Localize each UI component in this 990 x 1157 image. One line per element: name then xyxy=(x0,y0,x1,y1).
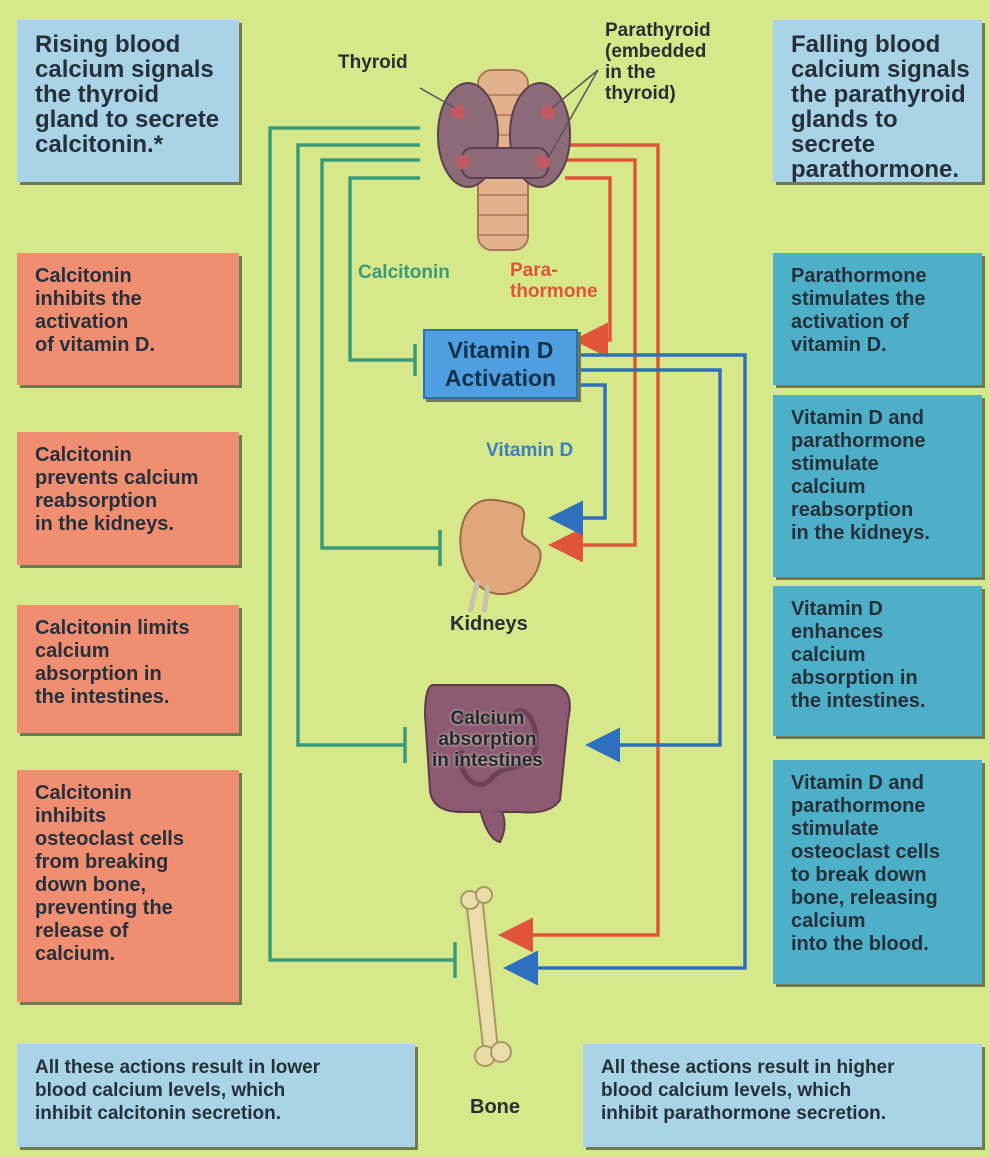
kidneys-label: Kidneys xyxy=(450,614,528,635)
kidney-illustration xyxy=(460,500,540,612)
vitamin-d-activation-box: Vitamin D Activation xyxy=(423,329,578,399)
bone-label: Bone xyxy=(470,1097,520,1118)
calcitonin-bone-box: Calcitonin inhibits osteoclast cells fro… xyxy=(17,770,239,1002)
result-higher-box: All these actions result in higher blood… xyxy=(583,1044,982,1147)
result-lower-box: All these actions result in lower blood … xyxy=(17,1044,415,1147)
parathormone-vitd-box: Parathormone stimulates the activation o… xyxy=(773,253,982,385)
parathormone-bone-box: Vitamin D and parathormone stimulate ost… xyxy=(773,760,982,984)
bone-illustration xyxy=(461,887,511,1066)
parathyroid-label: Parathyroid (embedded in the thyroid) xyxy=(605,20,711,104)
calcitonin-label: Calcitonin xyxy=(358,262,450,283)
calcitonin-intestine-box: Calcitonin limits calcium absorption in … xyxy=(17,605,239,733)
vitd-intestine-box: Vitamin D enhances calcium absorption in… xyxy=(773,586,982,736)
calcitonin-kidney-box: Calcitonin prevents calcium reabsorption… xyxy=(17,432,239,565)
falling-calcium-box: Falling blood calcium signals the parath… xyxy=(773,20,982,182)
vitamin-d-label: Vitamin D xyxy=(486,440,573,461)
parathormone-kidney-box: Vitamin D and parathormone stimulate cal… xyxy=(773,395,982,577)
rising-calcium-box: Rising blood calcium signals the thyroid… xyxy=(17,20,239,182)
calcitonin-pathways xyxy=(270,128,455,978)
calcitonin-vitd-box: Calcitonin inhibits the activation of vi… xyxy=(17,253,239,385)
parathormone-label: Para- thormone xyxy=(510,260,598,302)
thyroid-label: Thyroid xyxy=(338,52,408,73)
calcium-absorption-label: Calcium absorption in intestines xyxy=(432,708,543,771)
